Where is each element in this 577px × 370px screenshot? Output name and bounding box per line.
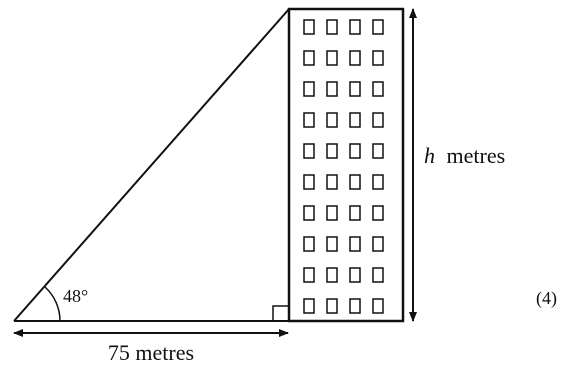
height-label: h metres xyxy=(424,143,505,168)
window xyxy=(303,81,315,97)
hypotenuse-line xyxy=(13,8,290,322)
right-angle-marker xyxy=(272,305,289,321)
angle-arc xyxy=(44,286,61,322)
window xyxy=(349,81,361,97)
window xyxy=(303,112,315,128)
window xyxy=(349,50,361,66)
height-variable: h xyxy=(424,143,435,168)
height-unit: metres xyxy=(447,143,506,168)
window xyxy=(349,19,361,35)
window xyxy=(326,174,338,190)
window xyxy=(349,143,361,159)
window xyxy=(349,205,361,221)
angle-label: 48° xyxy=(63,286,88,306)
window xyxy=(372,205,384,221)
window xyxy=(372,174,384,190)
window xyxy=(326,143,338,159)
window xyxy=(326,236,338,252)
window xyxy=(372,236,384,252)
window xyxy=(326,19,338,35)
window xyxy=(303,205,315,221)
window xyxy=(349,112,361,128)
window xyxy=(349,174,361,190)
window xyxy=(303,236,315,252)
window xyxy=(326,50,338,66)
window xyxy=(372,267,384,283)
window xyxy=(303,174,315,190)
window xyxy=(303,19,315,35)
window xyxy=(372,143,384,159)
window xyxy=(372,81,384,97)
window xyxy=(326,81,338,97)
window xyxy=(303,143,315,159)
window xyxy=(303,50,315,66)
window xyxy=(372,298,384,314)
window xyxy=(372,19,384,35)
building-windows xyxy=(303,19,384,314)
window xyxy=(303,267,315,283)
window xyxy=(372,50,384,66)
window xyxy=(372,112,384,128)
window xyxy=(326,267,338,283)
window xyxy=(349,267,361,283)
window xyxy=(349,298,361,314)
base-length-label: 75 metres xyxy=(108,340,194,365)
window xyxy=(326,205,338,221)
marks-label: (4) xyxy=(536,288,557,309)
window xyxy=(326,298,338,314)
window xyxy=(326,112,338,128)
window xyxy=(303,298,315,314)
window xyxy=(349,236,361,252)
